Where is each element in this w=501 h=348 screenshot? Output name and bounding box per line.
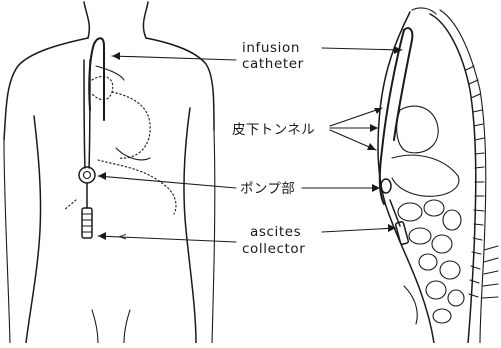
- front-collector-ribs: [82, 214, 92, 232]
- side-heart: [397, 106, 438, 153]
- side-view-figure: [378, 8, 498, 343]
- front-catheter-left-wall: [84, 60, 85, 168]
- side-bladder-curve: [404, 286, 417, 324]
- arrow-tunnel-2: [370, 124, 378, 132]
- arrow-pump-left: [98, 172, 106, 180]
- side-intestine-9: [448, 290, 464, 306]
- leader-infusion-left: [112, 56, 236, 60]
- labels: infusion catheter 皮下トンネル ポンプ部 ascites co…: [232, 40, 315, 257]
- side-intestine-6: [419, 254, 437, 270]
- front-view-figure: <: [4, 2, 215, 343]
- side-intestine-5: [432, 235, 452, 253]
- front-torso-right: [184, 108, 196, 343]
- side-intestine-3: [443, 210, 461, 230]
- front-infusion-catheter-loop: [89, 38, 104, 120]
- label-ascites-line2: collector: [242, 241, 305, 257]
- front-leg-line-right: [124, 310, 130, 343]
- side-neck-top: [412, 8, 436, 14]
- front-catheter-branch: [96, 66, 124, 80]
- front-pump: [79, 167, 95, 183]
- front-ascites-collector: [82, 208, 92, 238]
- front-shoulder-left: [4, 38, 88, 140]
- front-leg-line-left: [92, 310, 98, 343]
- front-dotted-tick: [64, 200, 76, 210]
- side-hatching: [482, 246, 498, 298]
- leader-lines: [98, 46, 402, 242]
- side-intestine-1: [398, 203, 422, 221]
- label-pump: ポンプ部: [240, 181, 295, 197]
- label-ascites-line1: ascites: [250, 224, 301, 240]
- side-front-outline: [378, 12, 434, 343]
- front-arm-left: [4, 140, 10, 343]
- leader-pump-left: [98, 176, 236, 188]
- front-torso-left: [26, 116, 41, 343]
- front-pump-inner: [84, 172, 91, 179]
- leader-collector-right: [322, 228, 396, 232]
- front-neck-left: [84, 2, 89, 38]
- side-intestine-10: [433, 309, 451, 323]
- side-liver: [392, 155, 459, 196]
- label-subcutaneous-tunnel: 皮下トンネル: [232, 122, 315, 138]
- front-liver-outline: [98, 160, 176, 214]
- front-neck-right: [143, 2, 148, 38]
- arrow-collector-left: [98, 232, 106, 240]
- front-heart-outline: [112, 92, 150, 158]
- front-organ-upper: [92, 76, 113, 99]
- side-intestine-2: [424, 200, 444, 216]
- front-shoulder-right: [146, 38, 214, 130]
- arrow-pump-right: [372, 184, 380, 192]
- side-pump: [381, 179, 391, 193]
- front-arm-right: [212, 130, 215, 343]
- leader-infusion-right: [322, 48, 402, 50]
- label-infusion-line1: infusion: [242, 40, 300, 56]
- side-intestine-7: [440, 261, 460, 279]
- side-intestine-8: [426, 281, 446, 299]
- side-intestine-4: [409, 228, 431, 244]
- arrow-infusion-left: [112, 52, 120, 60]
- label-infusion-line2: catheter: [242, 56, 304, 72]
- leader-tunnel-1: [330, 108, 382, 126]
- arrow-tunnel-1: [374, 108, 382, 114]
- side-ascites-collector: [395, 221, 408, 244]
